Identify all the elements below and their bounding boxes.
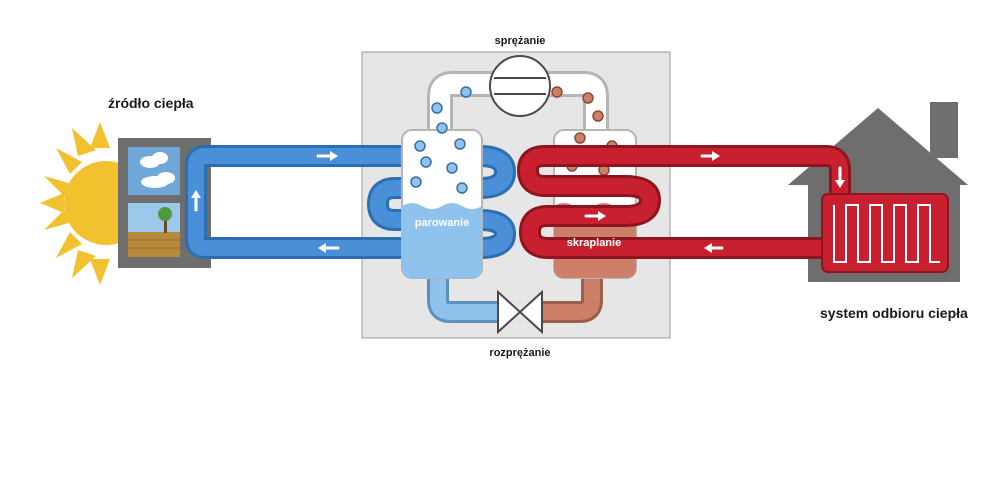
label-compression: sprężanie <box>495 35 546 47</box>
compressor-icon <box>489 55 551 117</box>
label-condensation: skraplanie <box>567 237 621 249</box>
label-expansion: rozprężanie <box>489 347 550 359</box>
label-heat-receiver: system odbioru ciepła <box>820 305 968 321</box>
window-icon <box>128 147 180 257</box>
label-heat-source: źródło ciepła <box>108 95 194 111</box>
label-evaporation: parowanie <box>415 217 469 229</box>
radiator-icon <box>821 193 949 273</box>
expansion-valve-icon <box>497 289 543 335</box>
flow-arrow-icon <box>191 151 845 253</box>
